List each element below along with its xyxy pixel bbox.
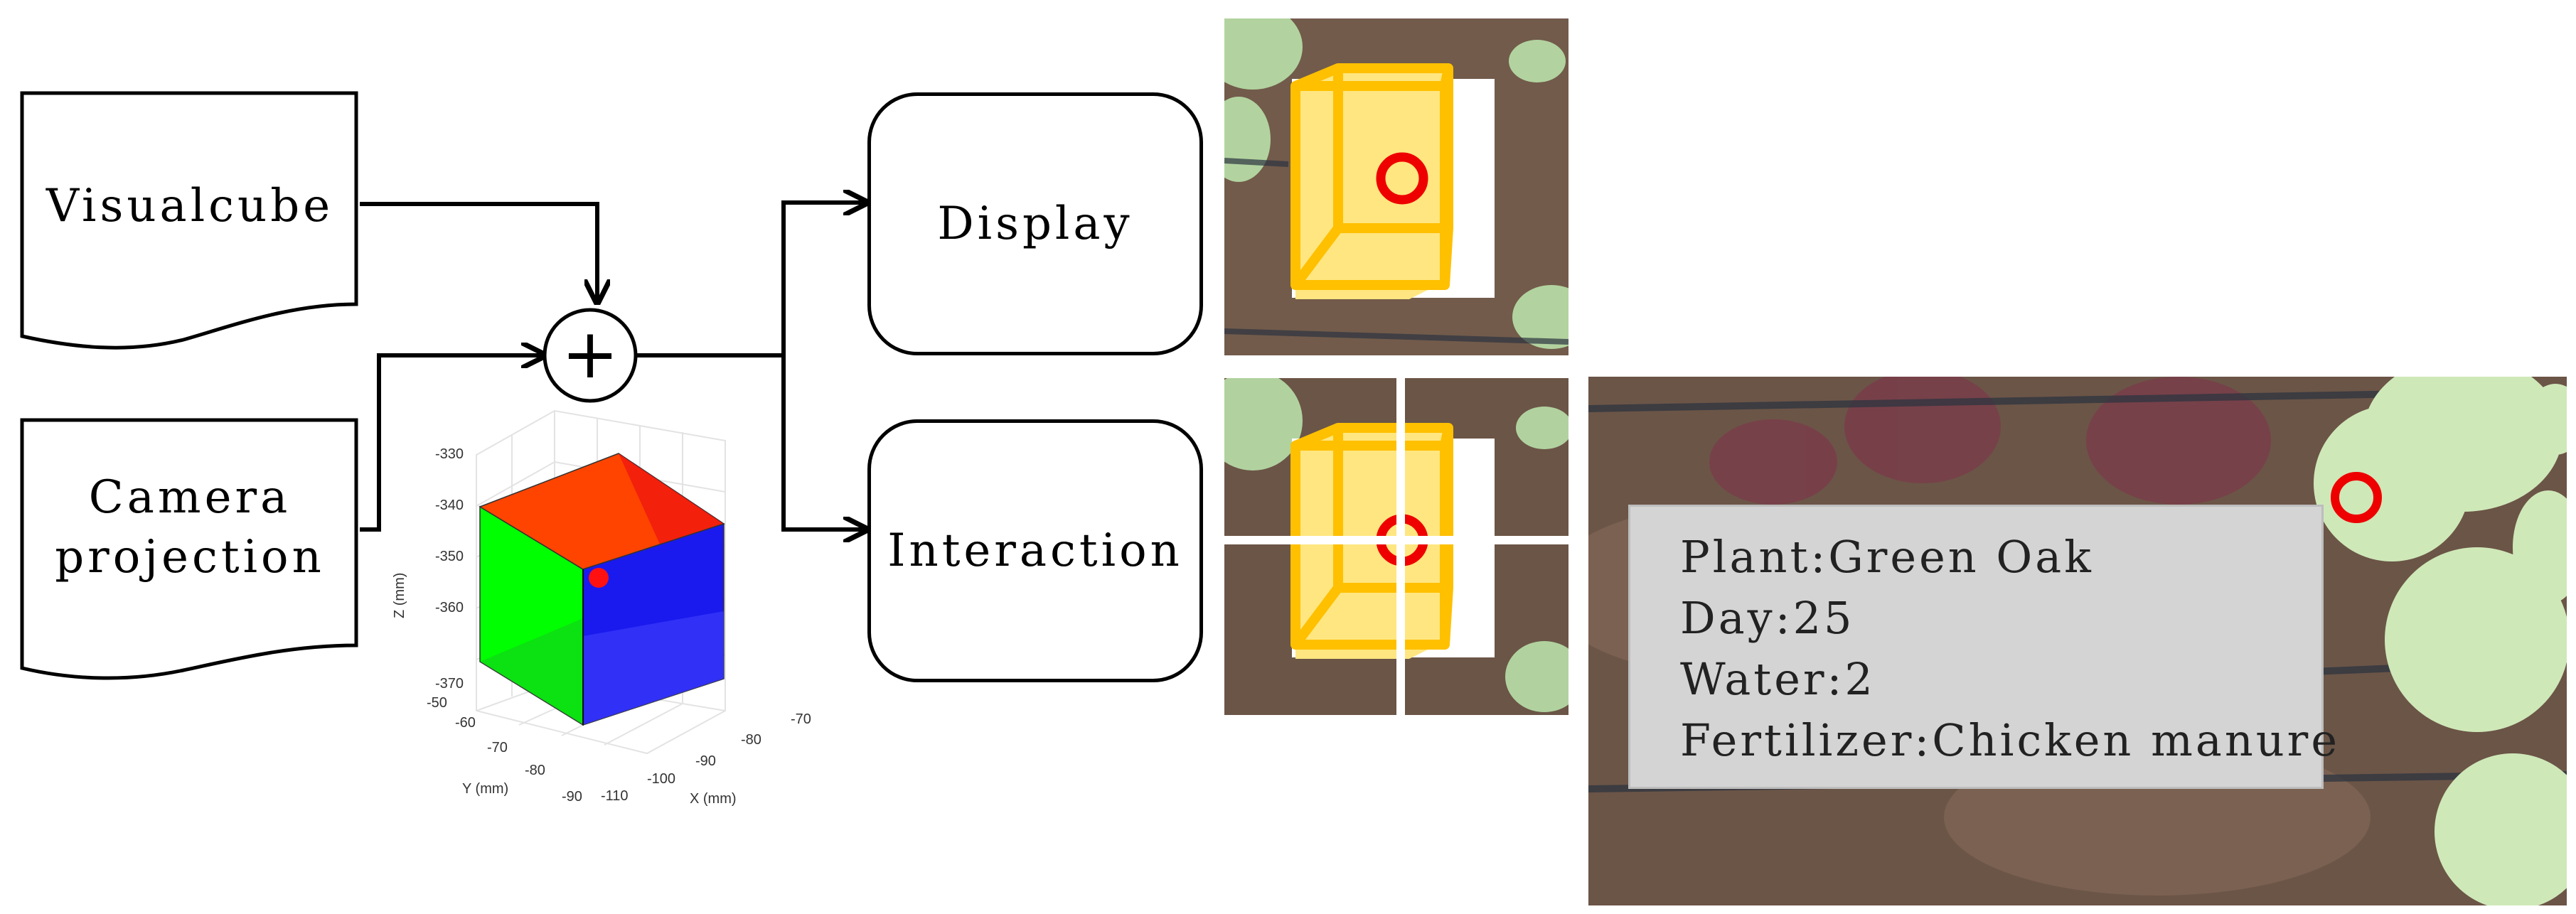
plant-water: Water:2 [1680, 653, 1876, 705]
z-tick-4: -360 [435, 600, 464, 615]
display-label: Display [937, 198, 1133, 250]
arrow-visualcube-to-sum [360, 202, 597, 300]
plant-info-panel: Plant:Green Oak Day:25 Water:2 Fertilize… [1628, 505, 2341, 789]
interaction-box: Interaction [867, 419, 1203, 682]
sum-operator-symbol: + [561, 314, 619, 394]
cube-3d-plot: -330 -340 -350 -360 -370 Z (mm) -50 -60 … [392, 409, 811, 807]
z-tick-5: -370 [435, 676, 464, 692]
camera-projection-document: Camera projection [20, 418, 360, 681]
z-tick-2: -340 [435, 498, 464, 513]
y-tick-4: -80 [525, 763, 545, 778]
crosshair-icon [1224, 378, 1568, 715]
display-preview-image [1224, 18, 1568, 355]
visual-cube-overlay-icon [1290, 63, 1453, 299]
z-tick-3: -350 [435, 549, 464, 564]
x-tick-1: -70 [791, 711, 811, 727]
camera-projection-label-1: Camera [88, 471, 292, 524]
y-tick-5: -90 [562, 789, 582, 805]
arrow-sum-to-interaction [781, 355, 864, 529]
flow-connectors [360, 0, 882, 711]
visual-cube-document: Visualcube [20, 91, 360, 354]
arrow-sum-to-display [781, 203, 864, 355]
x-tick-2: -80 [741, 732, 761, 748]
interaction-label: Interaction [887, 525, 1183, 577]
camera-projection-label-2: projection [55, 531, 325, 584]
x-tick-3: -90 [695, 753, 716, 769]
plant-day: Day:25 [1680, 592, 1855, 644]
y-tick-2: -60 [455, 715, 476, 731]
plant-fertilizer: Fertilizer:Chicken manure [1680, 714, 2341, 766]
z-tick-1: -330 [435, 446, 464, 462]
x-axis-label: X (mm) [690, 791, 737, 807]
display-box: Display [867, 92, 1203, 355]
document-shape-icon [20, 418, 358, 680]
interaction-preview-image [1224, 378, 1568, 715]
arrow-camera-to-sum [360, 355, 542, 532]
cube-center-marker [589, 568, 609, 588]
plant-name: Plant:Green Oak [1680, 531, 2094, 583]
y-axis-label: Y (mm) [462, 781, 508, 797]
visual-cube-label: Visualcube [46, 180, 334, 232]
z-axis-label: Z (mm) [392, 573, 407, 618]
y-tick-1: -50 [427, 695, 447, 711]
x-tick-5: -110 [601, 788, 629, 804]
document-shape-icon [20, 91, 358, 350]
y-tick-3: -70 [487, 740, 508, 756]
x-tick-4: -100 [647, 771, 675, 787]
target-marker [2331, 472, 2382, 523]
